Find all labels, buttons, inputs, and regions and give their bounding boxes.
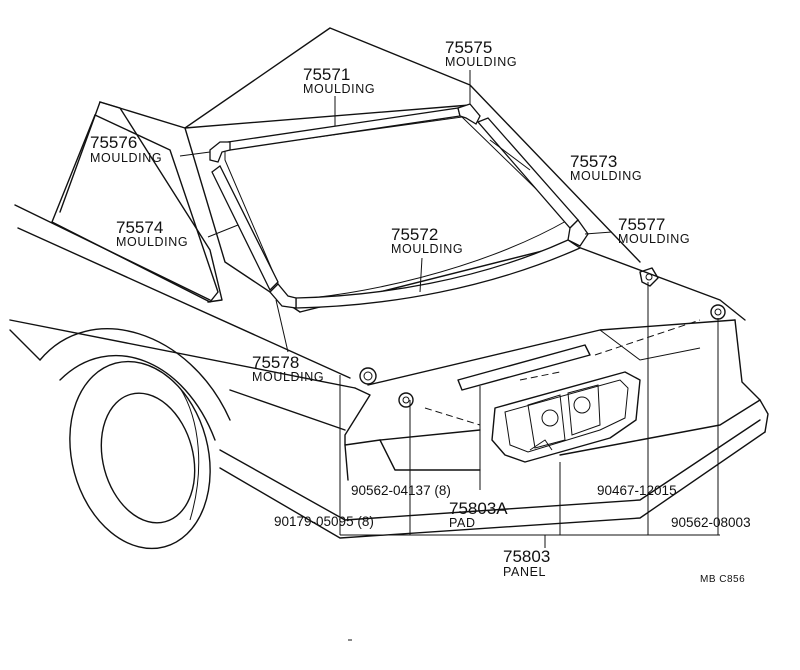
part-name-75803A: PAD bbox=[449, 516, 476, 530]
part-name-75577: MOULDING bbox=[618, 232, 690, 246]
moulding-75574-strip bbox=[211, 165, 279, 292]
nut-90562-04137-icon bbox=[398, 392, 414, 408]
part-name-75576: MOULDING bbox=[90, 151, 162, 165]
part-number-75572: 75572 bbox=[391, 225, 438, 244]
fastener-90562-08003-label: 90562-08003 bbox=[671, 515, 751, 530]
clip-90467-12015-icon bbox=[639, 267, 659, 287]
moulding-75571-strip bbox=[227, 107, 461, 151]
trunk-panel-assembly bbox=[424, 319, 701, 463]
clip-90179-05095-icon bbox=[359, 367, 377, 385]
part-name-75803: PANEL bbox=[503, 565, 546, 579]
part-name-75574: MOULDING bbox=[116, 235, 188, 249]
callout-75577: 75577 MOULDING bbox=[618, 215, 690, 246]
callout-75576: 75576 MOULDING bbox=[90, 133, 162, 165]
callout-75574: 75574 MOULDING bbox=[116, 218, 188, 249]
callout-75803A: 75803A PAD bbox=[449, 499, 508, 530]
part-number-75803A: 75803A bbox=[449, 499, 508, 518]
part-name-75571: MOULDING bbox=[303, 82, 375, 96]
moulding-75575-corner bbox=[457, 103, 481, 125]
moulding-strips bbox=[209, 103, 589, 309]
part-number-75803: 75803 bbox=[503, 547, 550, 566]
moulding-75578-corner bbox=[269, 283, 297, 309]
pad-75803A bbox=[457, 344, 591, 391]
fastener-90179-05095-label: 90179-05095 (8) bbox=[274, 514, 374, 529]
figure-code: MB C856 bbox=[700, 574, 745, 585]
moulding-75577-corner bbox=[567, 218, 589, 247]
panel-75803 bbox=[491, 371, 641, 463]
callout-75575: 75575 MOULDING bbox=[445, 38, 517, 69]
callout-75578: 75578 MOULDING bbox=[252, 353, 324, 384]
callout-75573: 75573 MOULDING bbox=[570, 152, 642, 183]
callout-75572: 75572 MOULDING bbox=[391, 225, 463, 256]
part-number-75577: 75577 bbox=[618, 215, 665, 234]
nut-90562-08003-icon bbox=[710, 304, 726, 320]
leader-lines bbox=[179, 70, 720, 641]
moulding-75576-corner bbox=[209, 141, 231, 163]
moulding-75573-strip bbox=[476, 117, 579, 229]
part-number-75573: 75573 bbox=[570, 152, 617, 171]
part-name-75575: MOULDING bbox=[445, 55, 517, 69]
part-number-75578: 75578 bbox=[252, 353, 299, 372]
part-name-75573: MOULDING bbox=[570, 169, 642, 183]
part-name-75572: MOULDING bbox=[391, 242, 463, 256]
part-number-75576: 75576 bbox=[90, 133, 137, 152]
car-body-outline bbox=[9, 27, 769, 550]
part-name-75578: MOULDING bbox=[252, 370, 324, 384]
fastener-90562-04137-label: 90562-04137 (8) bbox=[351, 483, 451, 498]
fastener-90467-12015-label: 90467-12015 bbox=[597, 483, 677, 498]
part-number-75575: 75575 bbox=[445, 38, 492, 57]
part-number-75571: 75571 bbox=[303, 65, 350, 84]
callout-75571: 75571 MOULDING bbox=[303, 65, 375, 96]
moulding-75572-strip bbox=[295, 239, 582, 309]
callout-75803: 75803 PANEL bbox=[503, 547, 550, 579]
part-number-75574: 75574 bbox=[116, 218, 163, 237]
